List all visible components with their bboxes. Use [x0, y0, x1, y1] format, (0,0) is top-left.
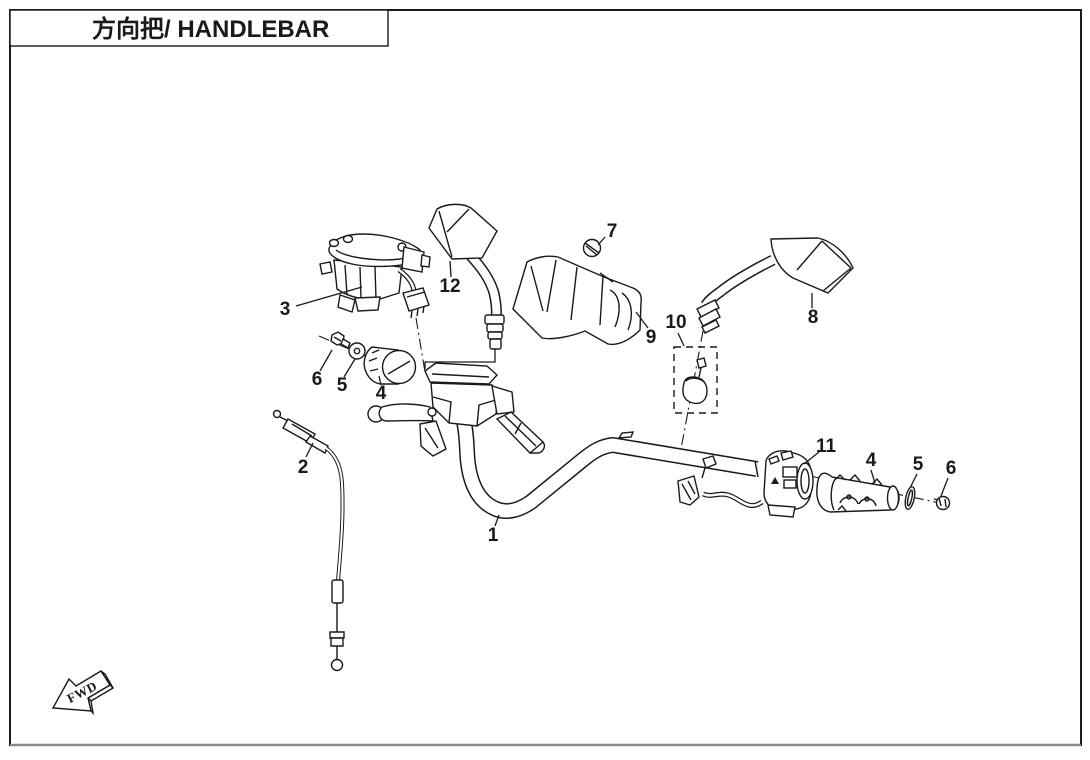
- title-block: 方向把/ HANDLEBAR: [9, 9, 389, 47]
- callout-5-right: 5: [913, 454, 924, 475]
- part-handlebar-cover: [512, 255, 642, 346]
- callout-5-left: 5: [337, 375, 348, 396]
- callout-6-left: 6: [312, 369, 323, 390]
- part-grip-right-group: [816, 472, 951, 513]
- callout-7: 7: [607, 221, 618, 242]
- callout-leaders: [295, 236, 949, 527]
- part-mirror-left: [428, 203, 505, 350]
- callout-12: 12: [439, 276, 460, 297]
- callout-numbers: 1 2 3 4 5 6 7 8 9 10 11 12 4 5 6: [280, 221, 957, 546]
- part-screw: [582, 238, 602, 258]
- fwd-arrow: FWD: [51, 670, 115, 716]
- part-mirror-right: [696, 237, 854, 334]
- page-title: 方向把/ HANDLEBAR: [92, 15, 329, 43]
- callout-4-left: 4: [376, 383, 387, 404]
- page-border: [9, 9, 1082, 747]
- callout-6-right: 6: [946, 458, 957, 479]
- part-handlebar: [445, 386, 759, 519]
- callout-8: 8: [808, 307, 819, 328]
- callout-1: 1: [488, 525, 499, 546]
- part-mirror-adapter: [673, 346, 718, 414]
- callout-9: 9: [646, 327, 657, 348]
- callout-3: 3: [280, 299, 291, 320]
- callout-4-right: 4: [866, 450, 877, 471]
- callout-11: 11: [816, 436, 837, 457]
- callout-2: 2: [298, 457, 309, 478]
- part-grip-left-group: [330, 331, 417, 385]
- part-master-cylinder: [367, 362, 546, 457]
- part-lever-assembly-left: [319, 233, 431, 319]
- callout-10: 10: [665, 312, 686, 333]
- part-throttle-cable: [272, 409, 345, 672]
